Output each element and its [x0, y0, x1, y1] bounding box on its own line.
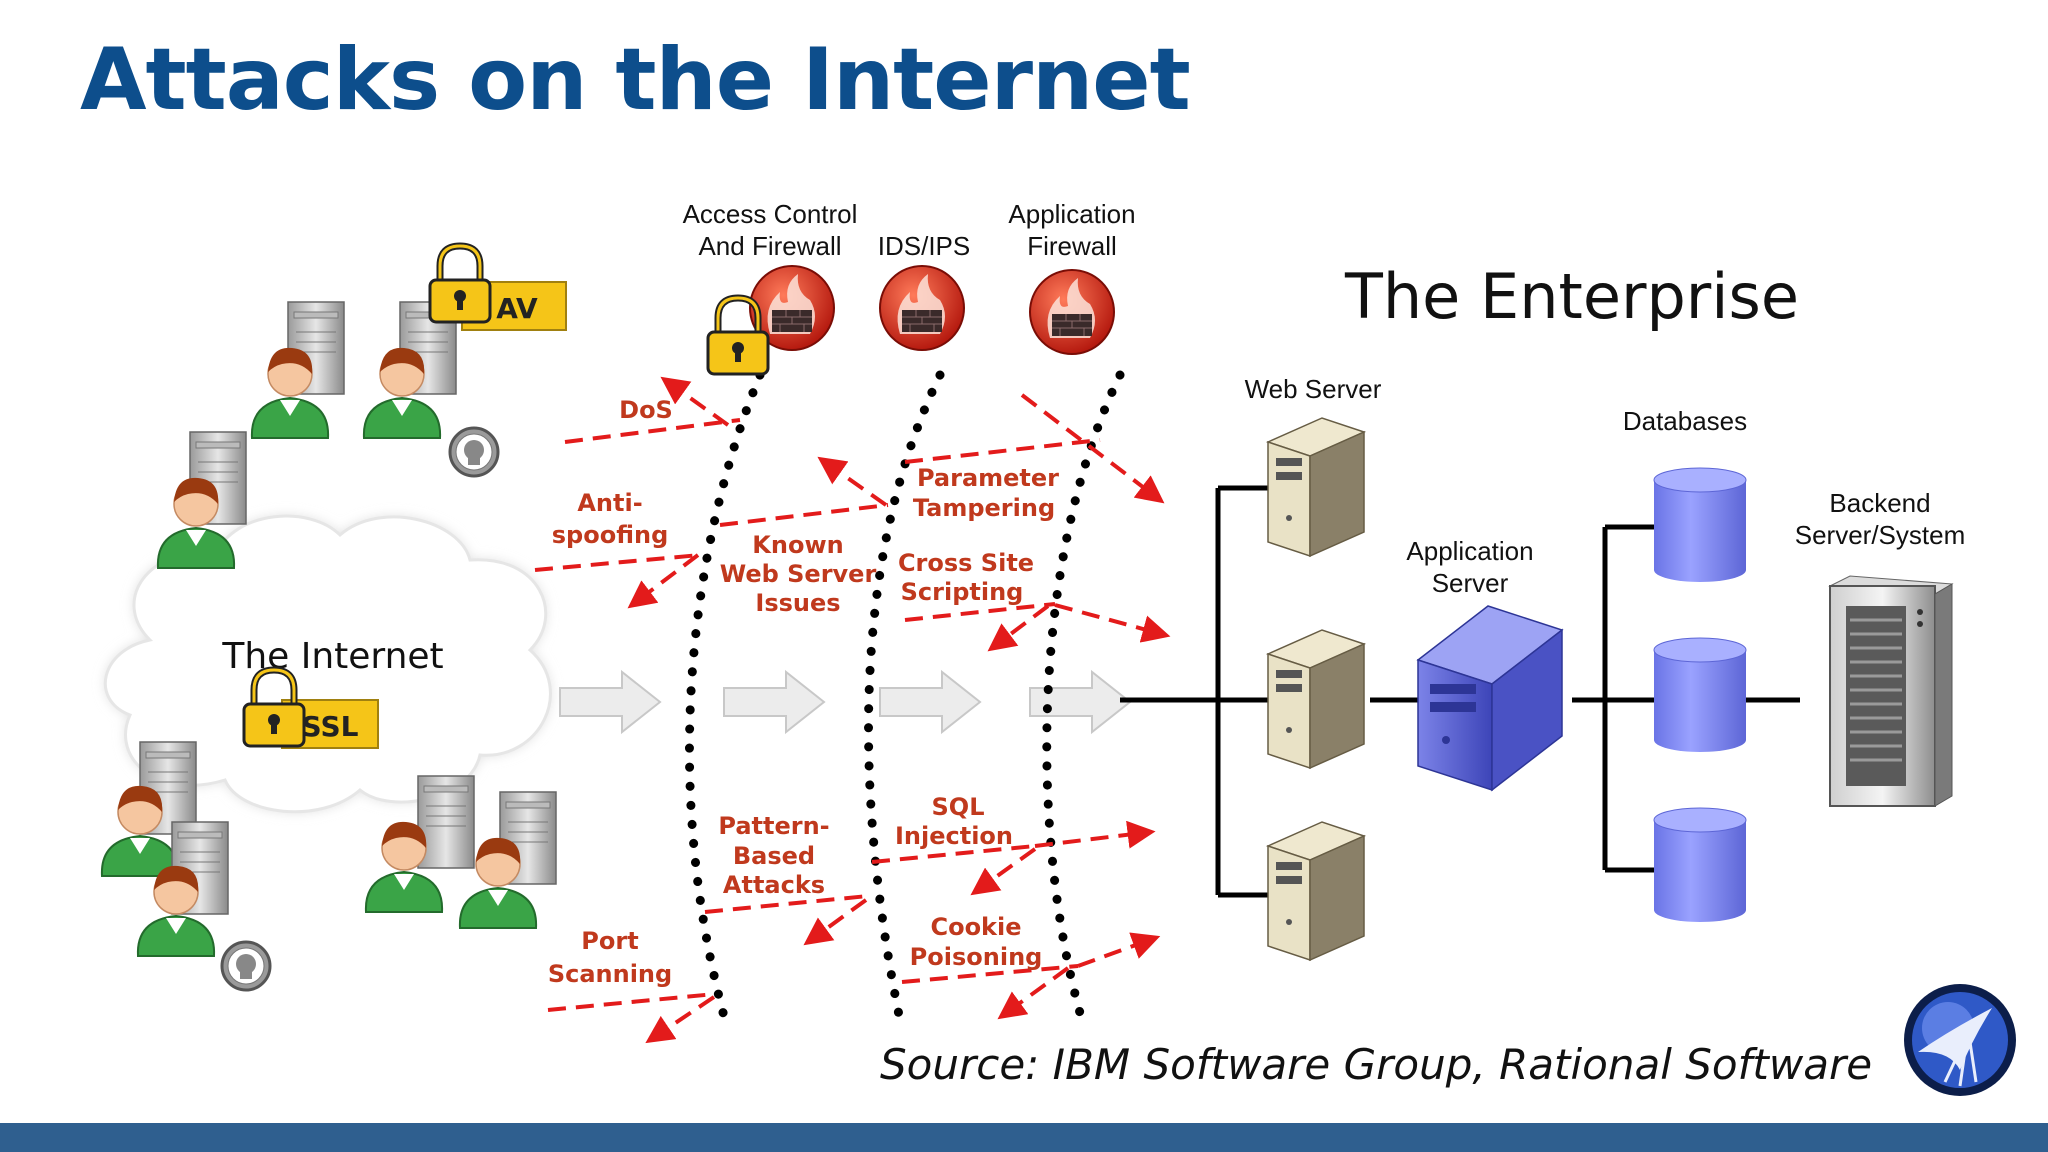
flow-arrow [879, 671, 981, 733]
attack-label-pattern-based-attacks: Pattern- [718, 812, 829, 840]
attack-arrow [817, 456, 888, 507]
attack-arrow [1034, 820, 1156, 849]
flow-arrow [1029, 671, 1131, 733]
padlock-icon [430, 246, 490, 322]
attack-label-pattern-based-attacks: Attacks [723, 871, 825, 899]
attack-arrow [719, 503, 889, 527]
databases-label: Databases [1623, 406, 1747, 436]
attack-arrow [970, 847, 1037, 896]
backend-server-icon [1828, 575, 1954, 807]
firewall-label-line2: And Firewall [698, 231, 841, 261]
attack-label-cookie-poisoning: Cookie [930, 913, 1021, 941]
web-server-label: Web Server [1245, 374, 1382, 404]
attack-arrow [1054, 603, 1171, 643]
app-firewall-label-line1: Application [1008, 199, 1135, 229]
attack-arrow [564, 418, 741, 444]
firewall-icon [879, 265, 965, 351]
slide-title: Attacks on the Internet [80, 30, 1191, 130]
app-server-label-line2: Server [1432, 568, 1509, 598]
backend-label-line2: Server/System [1795, 520, 1966, 550]
ids-label: IDS/IPS [878, 231, 970, 261]
attack-arrow [547, 992, 716, 1012]
svg-text:SSL: SSL [302, 710, 359, 743]
server-icon [1267, 417, 1365, 557]
attack-label-known-web-server-issues: Web Server [720, 560, 877, 588]
database-icon [1653, 467, 1747, 583]
attack-label-anti-spoofing: Anti- [577, 489, 642, 517]
attack-arrow [901, 964, 1079, 984]
svg-text:AV: AV [496, 292, 538, 325]
flow-arrow [559, 671, 661, 733]
attack-label-known-web-server-issues: Known [752, 531, 843, 559]
av-badge: AV [461, 281, 567, 331]
cloud-icon [103, 514, 552, 814]
internet-label: The Internet [221, 636, 443, 677]
padlock-icon [708, 298, 768, 374]
attack-arrow [997, 966, 1070, 1020]
database-icon [1653, 807, 1747, 923]
attack-arrow [803, 898, 868, 946]
attack-label-cross-site-scripting: Scripting [901, 578, 1024, 606]
attack-label-sql-injection: Injection [895, 822, 1013, 850]
attack-label-cross-site-scripting: Cross Site [898, 549, 1034, 577]
attack-arrow [627, 553, 700, 609]
attack-arrow [1020, 393, 1165, 504]
attack-label-dos: DoS [619, 396, 673, 424]
attack-label-port-scanning: Scanning [548, 960, 672, 988]
enterprise-label: The Enterprise [1344, 260, 1799, 333]
attack-label-known-web-server-issues: Issues [755, 589, 840, 617]
firewall-dotted-line [684, 370, 765, 1025]
attack-label-anti-spoofing: spoofing [552, 521, 669, 549]
backend-label-line1: Backend [1829, 488, 1930, 518]
attack-label-parameter-tampering: Parameter [917, 464, 1059, 492]
attack-arrow [534, 553, 701, 572]
firewall-label-line1: Access Control [683, 199, 858, 229]
app-server-label-line1: Application [1406, 536, 1533, 566]
attack-arrow [645, 995, 716, 1044]
app-server-icon [1416, 605, 1564, 792]
attack-arrow [904, 438, 1101, 464]
server-icon [1267, 629, 1365, 769]
attack-arrow [1077, 932, 1161, 968]
attack-arrow [660, 376, 730, 427]
flow-arrow [723, 671, 825, 733]
footer-bar [0, 1123, 2048, 1152]
attack-label-port-scanning: Port [581, 927, 638, 955]
server-icon [1267, 821, 1365, 961]
attack-arrow [987, 604, 1050, 652]
computer-tower-icon [417, 775, 475, 869]
skull-icon [448, 426, 500, 478]
source-caption: Source: IBM Software Group, Rational Sof… [880, 1040, 1873, 1089]
attack-arrow [904, 602, 1056, 622]
app-firewall-dotted-line [1042, 370, 1125, 1025]
app-firewall-label-line2: Firewall [1027, 231, 1117, 261]
attack-label-parameter-tampering: Tampering [913, 494, 1055, 522]
firewall-icon [1029, 269, 1115, 355]
attack-label-cookie-poisoning: Poisoning [910, 943, 1043, 971]
skull-icon [220, 940, 272, 992]
attack-label-sql-injection: SQL [932, 793, 985, 821]
attack-label-pattern-based-attacks: Based [733, 842, 815, 870]
owasp-logo [1904, 984, 2016, 1096]
database-icon [1653, 637, 1747, 753]
